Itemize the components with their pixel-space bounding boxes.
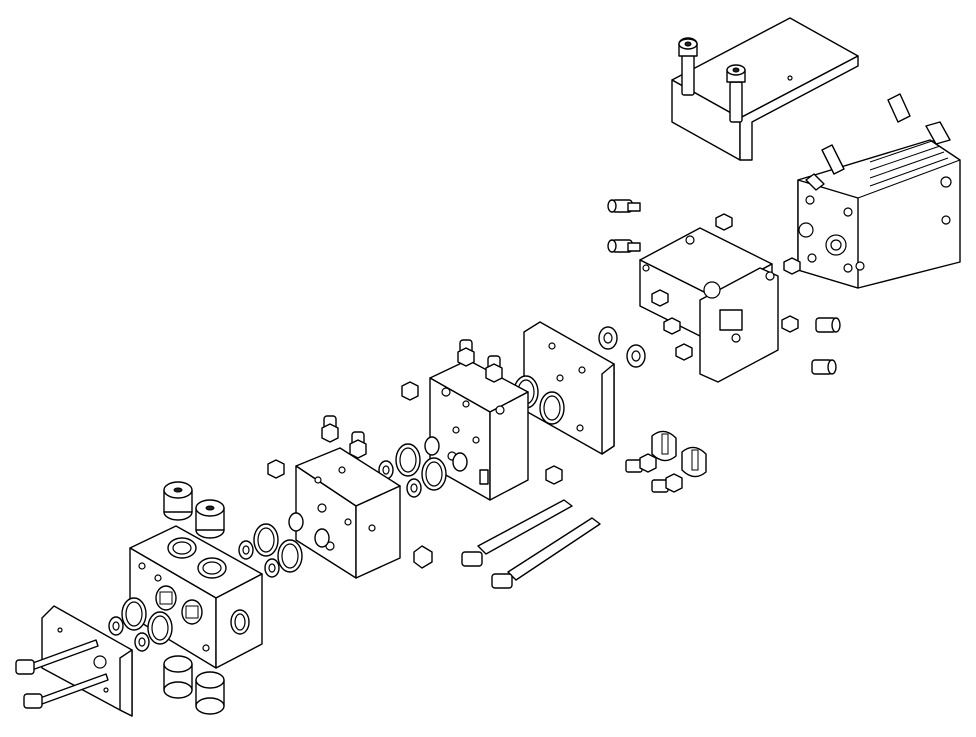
hex-nut [401,381,563,485]
socket-head-screw [811,359,837,375]
washer [108,616,150,652]
cylinder-actuator [797,93,961,289]
plug [163,655,225,715]
tie-rod [461,499,601,589]
washer [288,512,330,548]
mounting-bracket [671,17,859,161]
end-plate [41,605,133,717]
socket-head-screw [607,239,641,253]
cam-lever [651,430,707,478]
hex-nut [267,459,285,479]
washer [378,436,468,498]
washer [238,540,280,578]
socket-head-screw [726,64,746,123]
adapter-frame [639,227,779,383]
socket-head-screw [625,453,683,493]
socket-head-screw [815,317,841,333]
grease-fitting [457,339,503,383]
plug [163,481,225,539]
o-ring [253,523,303,573]
o-ring [121,597,173,645]
o-ring [395,443,447,491]
hex-nut [651,213,801,361]
washer [598,326,646,368]
spacer-plate [295,447,401,579]
hex-nut [413,545,433,569]
socket-head-screw [607,199,641,213]
tie-rod [15,639,109,709]
socket-head-screw [678,37,698,96]
main-valve-block [129,525,263,669]
grease-fitting [321,415,367,459]
